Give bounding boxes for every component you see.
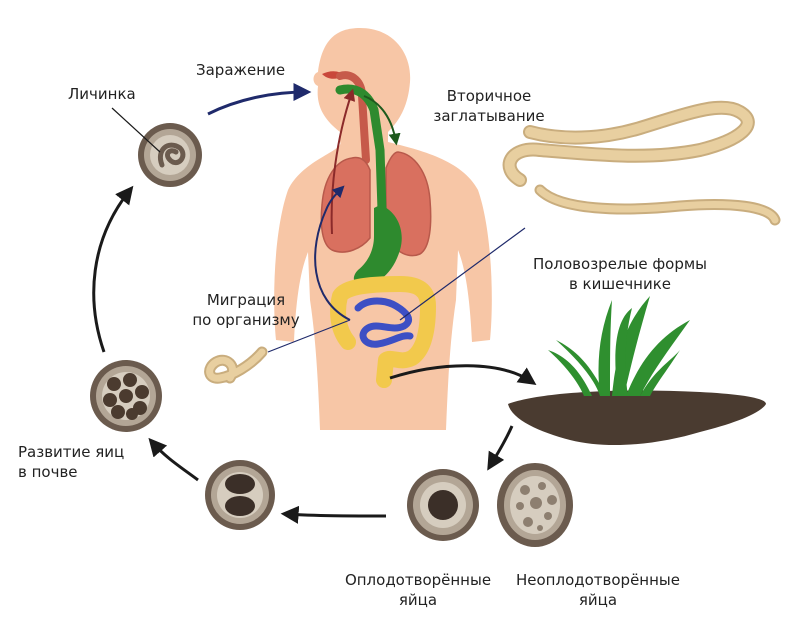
arrow-to-larva xyxy=(92,185,134,353)
label-migration-line2: по организму xyxy=(192,311,300,329)
label-unfertilized-line2: яйца xyxy=(578,591,618,609)
migrating-larva xyxy=(204,346,268,384)
label-migration: Миграция по организму xyxy=(184,290,308,330)
arrow-fertilized-to-division xyxy=(280,505,387,524)
arrow-to-development xyxy=(148,437,199,482)
arrow-migration xyxy=(314,185,351,321)
label-secondary-line1: Вторичное xyxy=(446,87,532,105)
label-larva: Личинка xyxy=(68,85,136,103)
label-development-line1: Развитие яиц xyxy=(18,443,125,461)
label-unfertilized-eggs: Неоплодотворённые яйца xyxy=(508,570,688,610)
label-development: Развитие яиц в почве xyxy=(18,442,124,482)
label-secondary-swallow: Вторичное заглатывание xyxy=(424,86,554,126)
grass xyxy=(548,296,690,396)
label-secondary-line2: заглатывание xyxy=(433,107,545,125)
label-adults-line2: в кишечнике xyxy=(568,275,672,293)
small-intestine xyxy=(354,297,414,348)
label-unfertilized-line1: Неоплодотворённые xyxy=(516,571,680,589)
early-division-egg xyxy=(205,460,275,530)
label-development-line2: в почве xyxy=(18,463,78,481)
large-intestine xyxy=(330,276,436,388)
secondary-swallow-arrow xyxy=(363,95,401,146)
human-body xyxy=(274,28,492,430)
larva-egg xyxy=(138,123,202,187)
label-fertilized-eggs: Оплодотворённые яйца xyxy=(338,570,498,610)
stomach xyxy=(353,205,402,287)
unfertilized-egg xyxy=(497,463,573,547)
label-fertilized-line2: яйца xyxy=(398,591,438,609)
adult-worm xyxy=(502,100,781,226)
label-adult-forms: Половозрелые формы в кишечнике xyxy=(520,254,720,294)
developing-egg xyxy=(90,360,162,432)
label-adults-line1: Половозрелые формы xyxy=(532,255,708,273)
soil xyxy=(508,390,766,446)
arrow-soil-to-eggs xyxy=(487,425,514,471)
adult-pointer-line xyxy=(399,227,526,321)
label-fertilized-line1: Оплодотворённые xyxy=(344,571,492,589)
migration-pointer-line xyxy=(267,319,351,353)
migration-up-arrow xyxy=(330,88,356,235)
arrow-body-to-soil xyxy=(389,364,537,386)
larva-pointer-line xyxy=(111,107,161,153)
fertilized-egg xyxy=(407,469,479,541)
label-migration-line1: Миграция xyxy=(206,291,286,309)
label-infection: Заражение xyxy=(196,61,286,79)
arrow-infection xyxy=(207,83,312,116)
soil-with-grass xyxy=(508,296,766,446)
